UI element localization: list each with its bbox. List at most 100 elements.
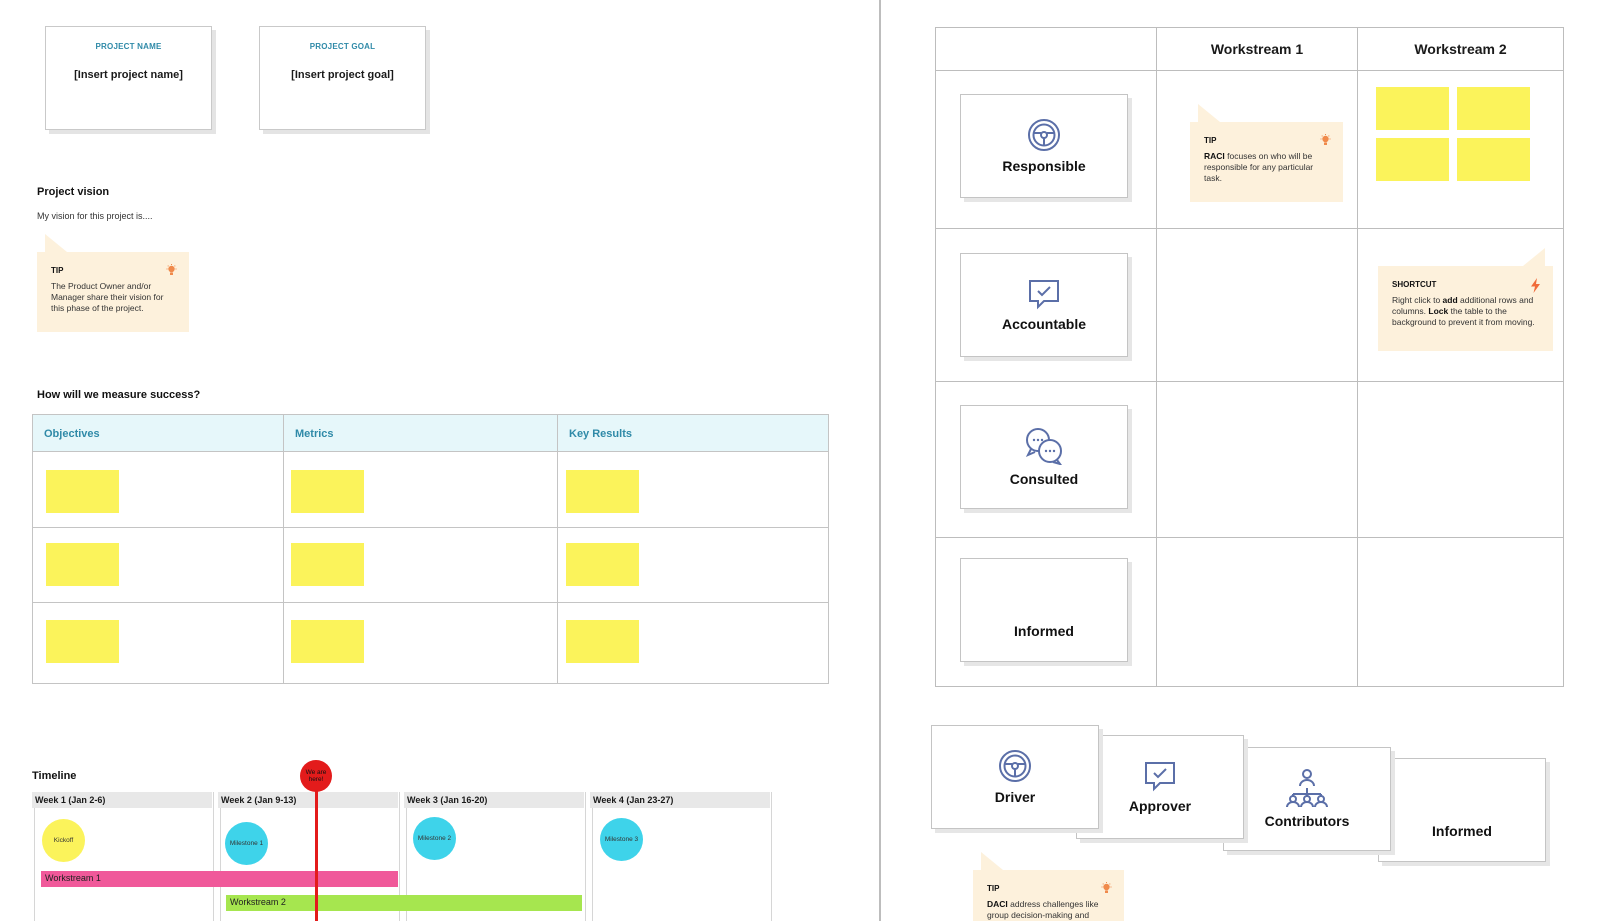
timeline-heading: Timeline	[32, 770, 77, 782]
column-header-objectives: Objectives	[44, 428, 100, 440]
table-divider	[557, 415, 558, 683]
sticky-note[interactable]	[1457, 87, 1530, 130]
table-divider	[936, 537, 1563, 538]
role-card-accountable[interactable]: Accountable	[960, 253, 1128, 357]
sticky-note[interactable]	[566, 620, 639, 663]
week-column	[406, 792, 586, 921]
steering-wheel-icon	[1027, 118, 1061, 152]
sticky-note[interactable]	[566, 543, 639, 586]
raci-tip[interactable]: TIP RACI focuses on who will be responsi…	[1190, 104, 1343, 202]
board-divider	[879, 0, 881, 921]
tip-body-bold: RACI	[1204, 151, 1225, 161]
role-label: Driver	[994, 789, 1036, 805]
workstream-1-bar[interactable]: Workstream 1	[41, 871, 398, 887]
shortcut-body: Right click to add additional rows and c…	[1392, 295, 1541, 328]
lightbulb-icon	[1320, 134, 1331, 152]
vision-tip[interactable]: TIP The Product Owner and/or Manager sha…	[37, 234, 189, 332]
sticky-note[interactable]	[46, 543, 119, 586]
shortcut-title: SHORTCUT	[1392, 280, 1437, 289]
tip-title: TIP	[1204, 136, 1217, 145]
table-divider	[1357, 28, 1358, 686]
role-label: Responsible	[1002, 158, 1086, 174]
week-column	[592, 792, 772, 921]
success-table[interactable]: Objectives Metrics Key Results	[32, 414, 829, 684]
tip-title: TIP	[51, 266, 64, 275]
shortcut-bold: Lock	[1428, 306, 1449, 317]
steering-wheel-icon	[998, 749, 1032, 783]
table-divider	[33, 527, 828, 528]
table-divider	[1156, 28, 1157, 686]
role-label: Informed	[1014, 623, 1074, 639]
sticky-note[interactable]	[1376, 138, 1449, 181]
shortcut-tip[interactable]: SHORTCUT Right click to add additional r…	[1378, 248, 1553, 351]
shortcut-text: Right click to	[1392, 295, 1443, 305]
milestone-1[interactable]: Milestone 1	[225, 822, 268, 865]
column-header-metrics: Metrics	[295, 428, 334, 440]
table-divider	[283, 415, 284, 683]
milestone-3[interactable]: Milestone 3	[600, 818, 643, 861]
success-table-header	[33, 415, 828, 452]
role-card-responsible[interactable]: Responsible	[960, 94, 1128, 198]
role-label: Approver	[1128, 798, 1192, 814]
project-vision-heading: Project vision	[37, 186, 110, 198]
week-column	[220, 792, 400, 921]
we-are-here-marker[interactable]: We are here!	[300, 760, 332, 792]
week-2-header: Week 2 (Jan 9-13)	[218, 792, 398, 808]
table-divider	[936, 381, 1563, 382]
project-goal-value[interactable]: [Insert project goal]	[291, 69, 394, 81]
role-card-consulted[interactable]: Consulted	[960, 405, 1128, 509]
role-label: Contributors	[1264, 813, 1350, 829]
lightbulb-icon	[1101, 882, 1112, 900]
tip-body: DACI address challenges like group decis…	[987, 899, 1112, 921]
chat-check-icon	[1027, 278, 1061, 310]
week-1-header: Week 1 (Jan 2-6)	[32, 792, 212, 808]
tip-body-text: address challenges like group decision-m…	[987, 899, 1099, 921]
milestone-kickoff[interactable]: Kickoff	[42, 819, 85, 862]
sticky-note[interactable]	[291, 470, 364, 513]
shortcut-text: additional rows and columns.	[1392, 295, 1534, 317]
raci-table[interactable]: Workstream 1 Workstream 2	[935, 27, 1564, 687]
role-label: Informed	[1432, 823, 1492, 839]
daci-card-contributors[interactable]: Contributors	[1223, 747, 1391, 851]
current-date-line[interactable]	[315, 782, 318, 921]
project-goal-card[interactable]: PROJECT GOAL [Insert project goal]	[259, 26, 426, 130]
table-divider	[33, 602, 828, 603]
project-name-value[interactable]: [Insert project name]	[74, 69, 183, 81]
sticky-note[interactable]	[46, 620, 119, 663]
tip-body: RACI focuses on who will be responsible …	[1204, 151, 1331, 184]
table-divider	[936, 70, 1563, 71]
org-chart-icon	[1283, 769, 1331, 807]
daci-card-informed[interactable]: Informed	[1378, 758, 1546, 862]
sticky-note[interactable]	[566, 470, 639, 513]
daci-card-driver[interactable]: Driver	[931, 725, 1099, 829]
sticky-note[interactable]	[1457, 138, 1530, 181]
project-vision-text[interactable]: My vision for this project is....	[37, 211, 153, 221]
tip-body-text: focuses on who will be responsible for a…	[1204, 151, 1314, 184]
role-card-informed[interactable]: Informed	[960, 558, 1128, 662]
role-label: Consulted	[1009, 471, 1079, 487]
shortcut-bold: add	[1442, 295, 1458, 305]
sticky-note[interactable]	[46, 470, 119, 513]
sticky-note[interactable]	[1376, 87, 1449, 130]
tip-title: TIP	[987, 884, 1000, 893]
daci-tip[interactable]: TIP DACI address challenges like group d…	[973, 852, 1124, 921]
table-divider	[936, 228, 1563, 229]
project-goal-label: PROJECT GOAL	[309, 42, 376, 51]
project-name-label: PROJECT NAME	[95, 42, 162, 51]
lightbulb-icon	[166, 264, 177, 282]
timeline[interactable]: Week 1 (Jan 2-6) Week 2 (Jan 9-13) Week …	[32, 782, 772, 921]
column-header-key-results: Key Results	[569, 428, 632, 440]
role-label: Accountable	[1001, 316, 1086, 332]
workstream-2-bar[interactable]: Workstream 2	[226, 895, 582, 911]
project-name-card[interactable]: PROJECT NAME [Insert project name]	[45, 26, 212, 130]
milestone-2[interactable]: Milestone 2	[413, 817, 456, 860]
tip-body-bold: DACI	[987, 899, 1008, 909]
lightning-icon	[1530, 278, 1541, 298]
sticky-note[interactable]	[291, 620, 364, 663]
column-header-workstream-1: Workstream 1	[1210, 41, 1304, 57]
tip-body: The Product Owner and/or Manager share t…	[51, 281, 164, 314]
daci-card-approver[interactable]: Approver	[1076, 735, 1244, 839]
week-3-header: Week 3 (Jan 16-20)	[404, 792, 584, 808]
sticky-note[interactable]	[291, 543, 364, 586]
chat-bubbles-icon	[1024, 427, 1064, 465]
